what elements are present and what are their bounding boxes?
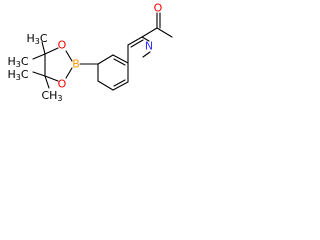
- bond-c5-ring-bottom: [97, 80, 114, 91]
- methyl-bottom-down-ch: CH: [41, 89, 57, 102]
- bond-boron-o-bottom: [65, 67, 73, 79]
- atom-ester-o-top: O: [58, 39, 67, 52]
- bond-ring-bottom-right: [112, 81, 129, 91]
- bond-bottom-c-methyl-down: [44, 75, 50, 89]
- bond-o-bottom-c: [44, 75, 59, 82]
- bond-c6-c1-double: [113, 58, 126, 66]
- bond-c2-c3: [127, 36, 143, 46]
- methyl-top-up: H3C: [26, 32, 47, 46]
- bond-n-c4: [142, 51, 151, 58]
- methyl-top-up-h: H: [26, 32, 34, 45]
- methyl-bottom-left-sub: 3: [16, 73, 21, 82]
- bond-c5-c6: [97, 54, 114, 65]
- bond-c2-carbonyl: [141, 27, 158, 38]
- bond-top-c-methyl-left: [32, 53, 46, 60]
- bond-top-c-methyl-up: [41, 41, 46, 55]
- bond-c3-n: [141, 36, 150, 42]
- bond-carbonyl-methyl: [156, 27, 173, 38]
- methyl-top-left-h: H: [7, 55, 15, 68]
- bond-boron-o-top: [65, 50, 73, 62]
- atom-carbonyl-o: O: [154, 2, 163, 15]
- methyl-bottom-left: H3C: [7, 68, 28, 82]
- methyl-bottom-left-c: C: [21, 68, 29, 81]
- atom-labels: N O B O O: [58, 2, 163, 91]
- bond-o-top-c: [44, 47, 59, 55]
- bond-bottom-c-methyl-left: [32, 71, 46, 77]
- atom-ester-o-bottom: O: [58, 78, 67, 91]
- methyl-bottom-down-sub: 3: [57, 94, 62, 103]
- methyl-bottom-down: CH3: [41, 89, 62, 103]
- atom-boron: B: [72, 58, 80, 71]
- methyl-top-left-c: C: [21, 55, 29, 68]
- chemical-structure-diagram: N O B O O H3C H3C H3C CH3: [7, 2, 173, 103]
- methyl-top-left-sub: 3: [16, 60, 21, 69]
- bond-lines: [97, 36, 151, 91]
- bond-c2-c3-double: [130, 39, 144, 48]
- methyl-labels: H3C H3C H3C CH3: [7, 32, 62, 103]
- atom-n: N: [145, 40, 153, 53]
- methyl-top-left: H3C: [7, 55, 28, 69]
- methyl-top-up-c: C: [40, 32, 48, 45]
- bond-c6-c1: [112, 54, 129, 64]
- methyl-bottom-left-h: H: [7, 68, 15, 81]
- boronate-bonds: [32, 41, 99, 89]
- methyl-top-up-sub: 3: [35, 37, 40, 46]
- acetyl-bonds: [141, 12, 173, 38]
- bond-ring-bottom-right-double: [113, 79, 126, 87]
